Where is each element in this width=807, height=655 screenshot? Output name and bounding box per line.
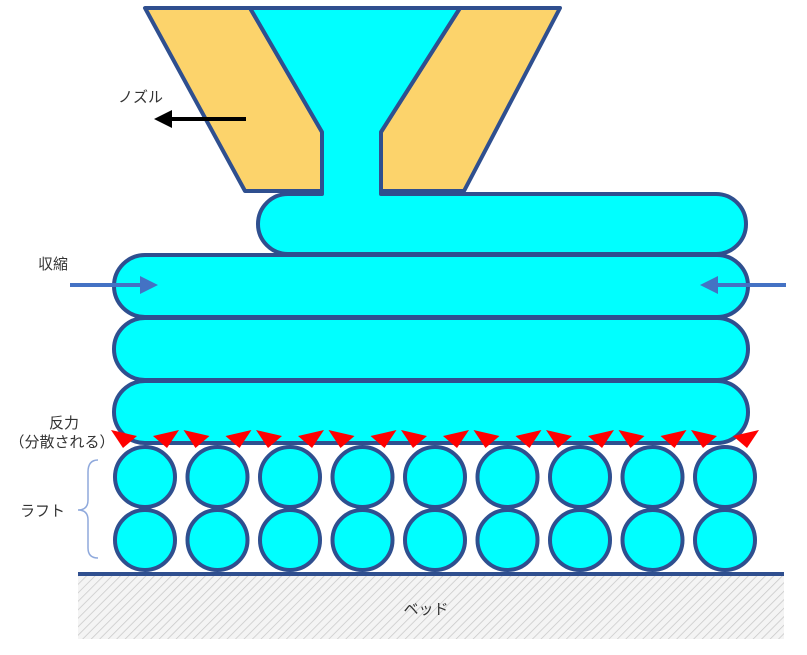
shrink-label: 収縮 [38,255,68,273]
reaction-arrow [153,430,179,448]
nozzle-motion-arrowhead [154,110,172,128]
reaction-arrow [473,430,500,448]
reaction-arrow [225,430,252,448]
reaction-label-line1: 反力 [49,414,79,432]
reaction-arrow [660,430,687,448]
reaction-arrow [443,430,469,448]
raft-circle [258,445,322,509]
raft-circle [475,508,540,572]
reaction-arrow [256,430,282,448]
bed-surface [78,574,784,639]
raft-circle [185,508,250,572]
shrink-arrowhead-right [700,276,718,294]
raft-circle [185,445,250,509]
raft-circle [258,508,322,572]
print-layers [112,253,750,445]
nozzle-top-cover [140,0,570,6]
raft-circle [548,445,612,509]
reaction-arrow [401,430,427,448]
print-layer [112,379,750,445]
shrink-arrowhead-left [140,276,158,294]
reaction-arrow [588,430,614,448]
print-layer [112,253,750,319]
reaction-arrow [733,430,759,448]
raft-circle [548,508,612,572]
raft-circle [620,445,685,509]
reaction-arrow [370,430,397,448]
reaction-arrow [515,430,542,448]
reaction-arrow [546,430,572,448]
raft-circle [330,508,395,572]
raft-circle [475,445,540,509]
reaction-arrow [691,430,717,448]
raft-label: ラフト [20,502,65,520]
reaction-label-line2: （分散される） [9,433,114,451]
raft-circle [403,445,467,509]
reaction-arrows [111,430,759,448]
reaction-arrow [298,430,324,448]
raft-circle [113,508,177,572]
raft-circles [113,445,757,572]
reaction-arrow [111,430,137,448]
raft-circle [693,508,757,572]
bed-label: ベッド [403,600,448,618]
reaction-arrow [328,430,355,448]
reaction-arrow [618,430,645,448]
raft-brace [77,459,99,559]
raft-circle [693,445,757,509]
raft-circle [620,508,685,572]
reaction-arrow [183,430,210,448]
raft-circle [113,445,177,509]
print-layer [112,316,750,382]
raft-circle [330,445,395,509]
raft-circle [403,508,467,572]
nozzle-label: ノズル [118,88,163,106]
